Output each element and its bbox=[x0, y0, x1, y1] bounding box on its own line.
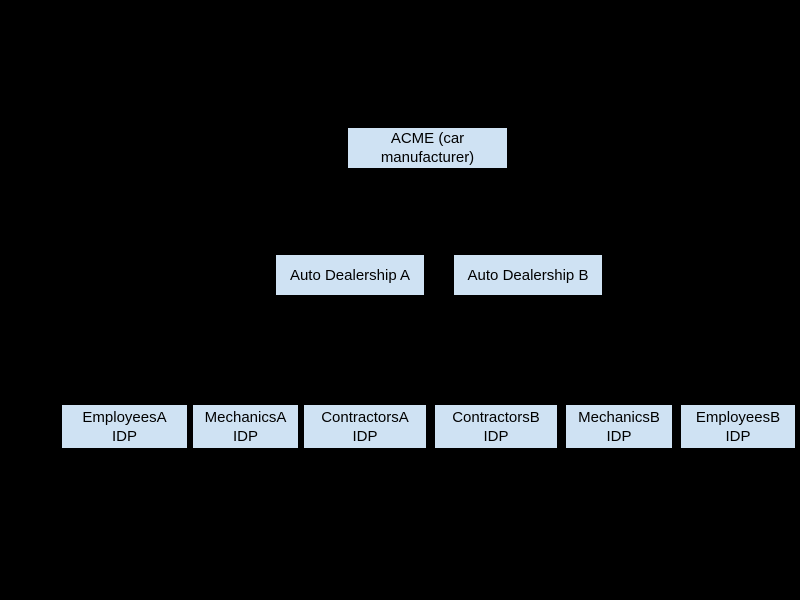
node-label-line: manufacturer) bbox=[380, 149, 475, 166]
node-employees-b-idp: EmployeesB IDP bbox=[681, 405, 795, 448]
node-contractors-a-idp: ContractorsA IDP bbox=[304, 405, 426, 448]
node-label-line: ContractorsB bbox=[452, 408, 540, 426]
node-mechanics-a-idp: MechanicsA IDP bbox=[193, 405, 298, 448]
node-label-line: IDP bbox=[352, 427, 378, 445]
node-label-line: IDP bbox=[232, 427, 258, 445]
node-contractors-b-idp: ContractorsB IDP bbox=[435, 405, 557, 448]
node-mechanics-b-idp: MechanicsB IDP bbox=[566, 405, 672, 448]
node-label-line: Auto Dealership A bbox=[289, 266, 411, 284]
node-label-line: Auto Dealership B bbox=[467, 266, 589, 284]
node-auto-dealership-a: Auto Dealership A bbox=[276, 255, 424, 295]
node-label-line: ACME (car bbox=[390, 130, 465, 147]
node-label-line: IDP bbox=[725, 427, 751, 445]
node-auto-dealership-b: Auto Dealership B bbox=[454, 255, 602, 295]
node-label-line: IDP bbox=[483, 427, 509, 445]
node-acme-manufacturer: ACME (car manufacturer) bbox=[348, 128, 507, 168]
node-label-line: ContractorsA bbox=[321, 408, 409, 426]
node-label-line: EmployeesA bbox=[82, 408, 167, 426]
node-label-line: IDP bbox=[111, 427, 137, 445]
node-label-line: MechanicsB bbox=[578, 408, 660, 426]
node-label-line: IDP bbox=[606, 427, 632, 445]
node-label-line: EmployeesB bbox=[695, 408, 781, 426]
node-employees-a-idp: EmployeesA IDP bbox=[62, 405, 187, 448]
node-label-line: MechanicsA bbox=[204, 408, 287, 426]
